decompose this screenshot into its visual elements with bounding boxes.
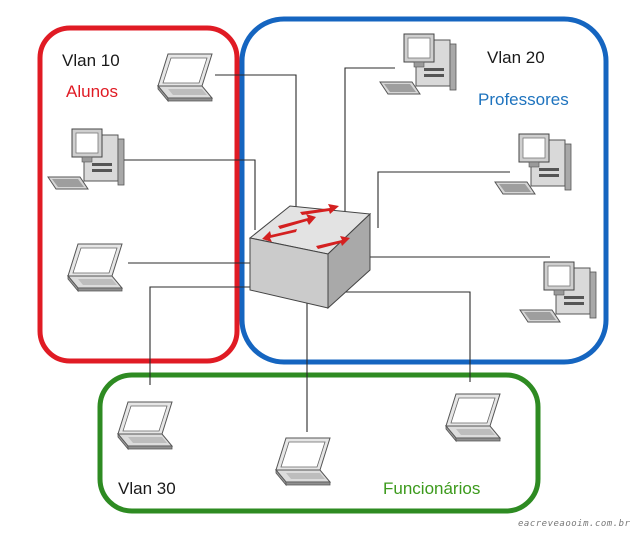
- connection-lines: [110, 67, 550, 432]
- vlan20-group-box: [239, 16, 609, 365]
- desktop-computer-icon: [519, 261, 597, 323]
- watermark: eacreveaooim.com.br: [518, 519, 631, 529]
- laptop-icon: [275, 437, 331, 486]
- desktop-computer-icon: [379, 33, 457, 95]
- network-switch-icon: [248, 204, 372, 310]
- vlan20-group-name: Professores: [478, 90, 569, 109]
- vlan10-group-box: [37, 25, 240, 364]
- vlan30-group-name: Funcionários: [383, 479, 480, 498]
- desktop-computer-icon: [494, 133, 572, 195]
- laptop-icon: [445, 393, 501, 442]
- vlan30-title: Vlan 30: [118, 479, 176, 498]
- vlan10-group-name: Alunos: [66, 82, 118, 101]
- desktop-computer-icon: [47, 128, 125, 190]
- laptop-icon: [67, 243, 123, 292]
- laptop-icon: [117, 401, 173, 450]
- vlan30-group-box: [97, 372, 541, 514]
- vlan10-title: Vlan 10: [62, 51, 120, 70]
- laptop-icon: [157, 53, 213, 102]
- vlan20-title: Vlan 20: [487, 48, 545, 67]
